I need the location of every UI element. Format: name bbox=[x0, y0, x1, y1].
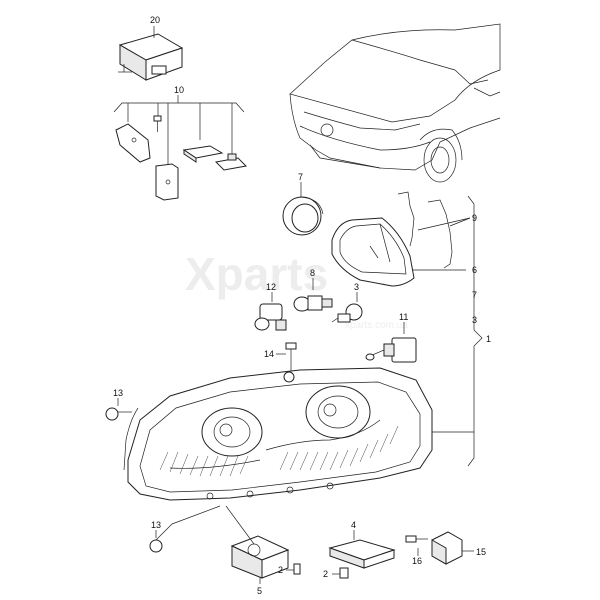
callout-13-lower: 13 bbox=[151, 520, 161, 530]
bolt-13-lower bbox=[149, 505, 221, 553]
mounting-bracket-set bbox=[113, 95, 248, 201]
screw-2-middle bbox=[286, 563, 301, 575]
bulb-with-socket bbox=[254, 292, 287, 331]
callout-2-middle: 2 bbox=[278, 565, 283, 575]
callout-3-bulb: 3 bbox=[354, 282, 359, 292]
bolt-13-upper bbox=[105, 398, 132, 421]
callout-8: 8 bbox=[310, 268, 315, 278]
callout-13-upper: 13 bbox=[113, 388, 123, 398]
callout-3-right: 3 bbox=[472, 315, 477, 325]
callout-6: 6 bbox=[472, 265, 477, 275]
housing-hatching bbox=[159, 425, 399, 477]
group-bracket bbox=[432, 195, 483, 467]
callout-7-top: 7 bbox=[298, 172, 303, 182]
callout-2-right: 2 bbox=[323, 569, 328, 579]
control-unit-box bbox=[118, 26, 184, 81]
screw-14 bbox=[276, 342, 297, 372]
watermark-brand: Xparts bbox=[185, 248, 328, 300]
lens-frame bbox=[331, 217, 415, 287]
callout-20: 20 bbox=[150, 15, 160, 25]
headlight-assembly bbox=[123, 367, 433, 501]
callout-4: 4 bbox=[351, 520, 356, 530]
screw-2-right bbox=[332, 567, 349, 579]
watermark-domain: xparts.com.ua bbox=[345, 320, 408, 331]
seal-ring bbox=[282, 182, 324, 236]
retaining-wire-clips bbox=[397, 191, 471, 269]
vehicle-outline bbox=[289, 23, 501, 183]
callout-14: 14 bbox=[264, 349, 274, 359]
side-marker-bulb bbox=[331, 292, 363, 323]
callout-7-right: 7 bbox=[472, 290, 477, 300]
halogen-bulb bbox=[293, 278, 333, 312]
callout-10: 10 bbox=[174, 85, 184, 95]
holder-bracket bbox=[431, 531, 474, 565]
callout-11: 11 bbox=[399, 312, 408, 322]
callout-5: 5 bbox=[257, 586, 262, 596]
led-control-module bbox=[328, 530, 396, 569]
callout-1: 1 bbox=[486, 334, 491, 344]
callout-16: 16 bbox=[412, 556, 422, 566]
screw-16 bbox=[405, 535, 428, 556]
ballast-control-module bbox=[225, 505, 290, 584]
xenon-gas-discharge-bulb bbox=[365, 322, 417, 363]
callout-15: 15 bbox=[476, 547, 486, 557]
callout-9: 9 bbox=[472, 213, 477, 223]
callout-12: 12 bbox=[266, 282, 276, 292]
callout-labels: 20 10 7 9 6 7 3 1 8 12 3 11 14 13 13 4 5… bbox=[113, 15, 491, 596]
